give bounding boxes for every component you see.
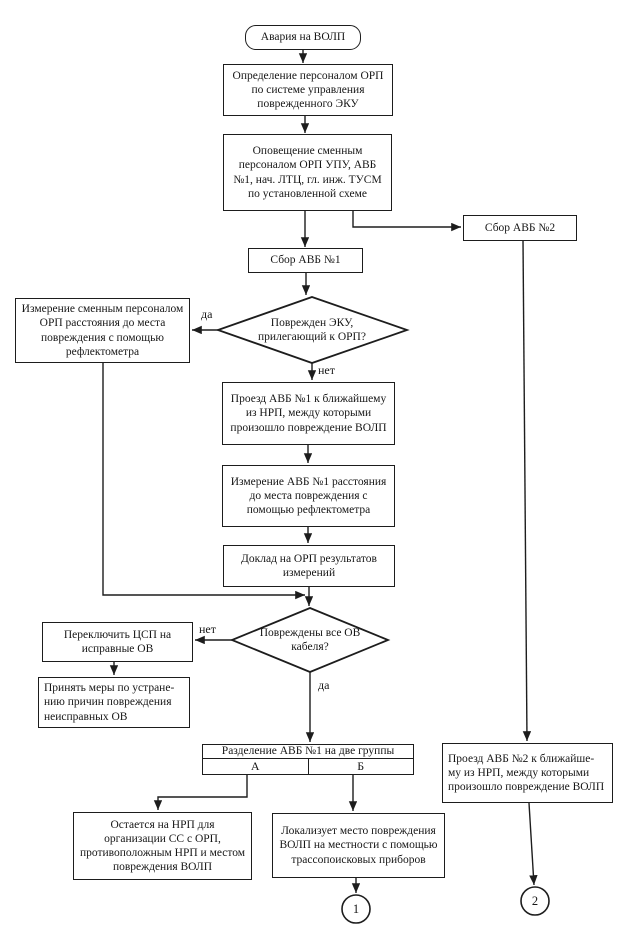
- edge-drive-avb2-conn2: [528, 802, 538, 886]
- process-gather-avb1: Сбор АВБ №1: [248, 248, 363, 273]
- process-measure-orp: Измерение сменным персоналом ОРП расстоя…: [15, 298, 190, 363]
- process-gather-avb2: Сбор АВБ №2: [463, 215, 577, 241]
- split-avb1-title: Разделение АВБ №1 на две группы: [203, 745, 413, 759]
- split-avb1-groups: А Б: [203, 759, 413, 774]
- process-localize: Локализует место повреждения ВОЛП на мес…: [272, 813, 445, 878]
- edge-group-a-stay: [153, 775, 248, 810]
- decision-eku-diamond: [215, 296, 410, 364]
- label-yes-ov: да: [318, 678, 330, 692]
- process-split-avb1: Разделение АВБ №1 на две группы А Б: [202, 744, 414, 775]
- connector-2-circle: [520, 886, 550, 916]
- start-terminator: Авария на ВОЛП: [245, 25, 361, 50]
- connector-2-number: 2: [531, 894, 539, 908]
- edge-notify-gather-avb2: [352, 211, 461, 232]
- process-measure-avb1: Измерение АВБ №1 расстояния до места пов…: [222, 465, 395, 527]
- process-report-orp: Доклад на ОРП результатов измерений: [223, 545, 395, 587]
- split-group-b: Б: [307, 759, 414, 774]
- edge-measure-orp-merge: [102, 363, 305, 600]
- process-drive-avb1: Проезд АВБ №1 к ближайшему из НРП, между…: [222, 382, 395, 445]
- connector-1-number: 1: [352, 902, 360, 916]
- process-drive-avb2: Проезд АВБ №2 к ближайше-му из НРП, межд…: [442, 743, 613, 803]
- process-fix-ov: Принять меры по устране-нию причин повре…: [38, 677, 190, 728]
- process-stay-nrp: Остается на НРП для организации СС с ОРП…: [73, 812, 252, 880]
- decision-ov-text: Повреждены все ОВ кабеля?: [259, 626, 361, 653]
- process-switch-csp: Переключить ЦСП на исправные ОВ: [42, 622, 193, 662]
- label-yes-eku: да: [201, 307, 213, 321]
- connector-1-circle: [341, 894, 371, 924]
- split-group-a: А: [250, 759, 260, 773]
- decision-eku-text: Поврежден ЭКУ, прилегающий к ОРП?: [258, 316, 366, 343]
- edge-gather-avb2-drive: [522, 239, 532, 742]
- decision-ov-diamond: [229, 607, 391, 673]
- label-no-ov: нет: [199, 622, 216, 636]
- process-notify-personnel: Оповещение сменным персоналом ОРП УПУ, А…: [223, 134, 392, 211]
- label-no-eku: нет: [318, 363, 335, 377]
- process-identify-eku: Определение персоналом ОРП по системе уп…: [223, 64, 393, 116]
